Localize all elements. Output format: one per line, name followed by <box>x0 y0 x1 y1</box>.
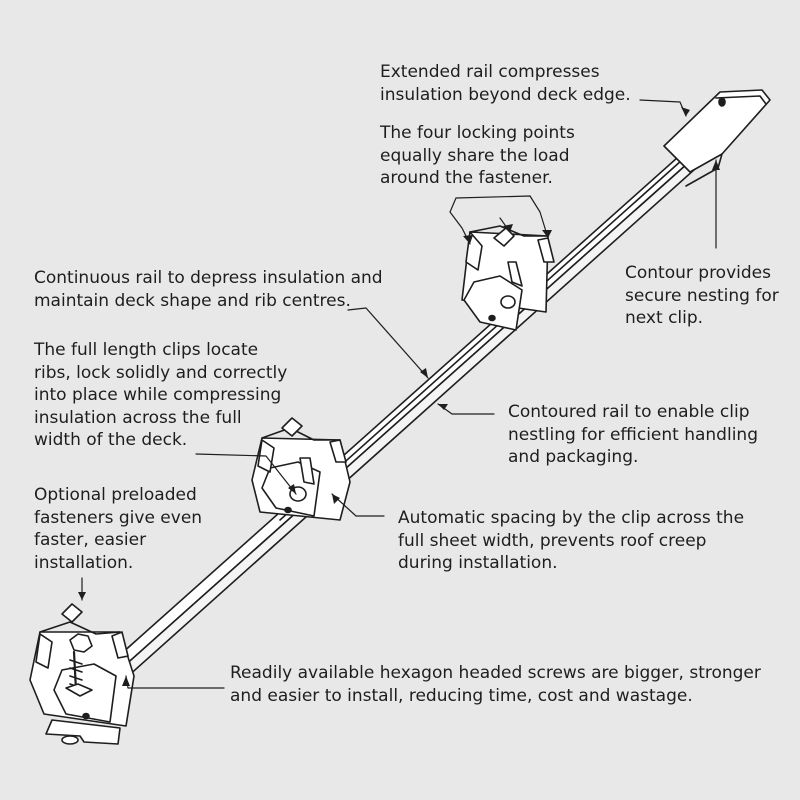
callout-line: Continuous rail to depress insulation an… <box>34 268 383 288</box>
callout-line: Extended rail compresses <box>380 62 600 82</box>
callout-line: and easier to install, reducing time, co… <box>230 685 693 706</box>
leader-locking-points <box>449 195 549 245</box>
callout-line: Automatic spacing by the clip across the <box>398 508 745 528</box>
callout-line: insulation beyond deck edge. <box>380 84 631 105</box>
callout-automatic-spacing: Automatic spacing by the clip across the… <box>398 507 744 575</box>
callout-line: installation. <box>34 552 134 573</box>
leader-hexagon-screws <box>125 675 225 689</box>
callout-line: The full length clips locate <box>34 340 259 360</box>
extended-rail-end <box>663 89 771 187</box>
callout-extended-rail: Extended rail compresses insulation beyo… <box>380 61 631 106</box>
callout-line: into place while compressing <box>34 385 282 405</box>
callout-line: secure nesting for <box>625 285 779 306</box>
leader-automatic-spacing <box>331 493 385 517</box>
leader-continuous-rail <box>347 307 429 379</box>
leader-lines <box>81 99 717 689</box>
callout-line: The four locking points <box>380 123 575 143</box>
callout-continuous-rail: Continuous rail to depress insulation an… <box>34 267 383 312</box>
callout-locking-points: The four locking points equally share th… <box>380 122 575 190</box>
callout-line: during installation. <box>398 553 558 573</box>
clip-top <box>461 225 555 331</box>
callout-line: faster, easier <box>34 530 147 550</box>
callout-line: maintain deck shape and rib centres. <box>34 290 351 311</box>
callout-contoured-rail: Contoured rail to enable clip nestling f… <box>508 401 758 469</box>
callout-line: nestling for efficient handling <box>508 424 758 445</box>
callout-line: insulation across the full <box>34 407 242 428</box>
leader-full-length-clips <box>195 453 297 495</box>
arrowheads <box>78 107 720 686</box>
callout-preloaded-fasteners: Optional preloaded fasteners give even f… <box>34 484 202 574</box>
callout-line: Readily available hexagon headed screws … <box>230 663 761 683</box>
callout-hexagon-screws: Readily available hexagon headed screws … <box>230 662 761 707</box>
callout-line: Optional preloaded <box>34 485 197 505</box>
callout-line: and packaging. <box>508 447 639 467</box>
callout-contour: Contour provides secure nesting for next… <box>625 262 779 330</box>
hexagon-screw-icon <box>65 633 93 697</box>
callout-line: next clip. <box>625 308 704 328</box>
callout-line: full sheet width, prevents roof creep <box>398 530 707 551</box>
leader-extended-rail <box>639 99 687 117</box>
callout-line: Contour provides <box>625 263 771 283</box>
callout-line: Contoured rail to enable clip <box>508 402 750 422</box>
callout-line: equally share the load <box>380 145 570 166</box>
callout-line: ribs, lock solidly and correctly <box>34 362 288 383</box>
clip-bottom-with-screw <box>29 603 135 745</box>
callout-line: fasteners give even <box>34 507 203 528</box>
callout-line: around the fastener. <box>380 168 553 188</box>
callout-full-length-clips: The full length clips locate ribs, lock … <box>34 339 287 452</box>
callout-line: width of the deck. <box>34 430 188 450</box>
